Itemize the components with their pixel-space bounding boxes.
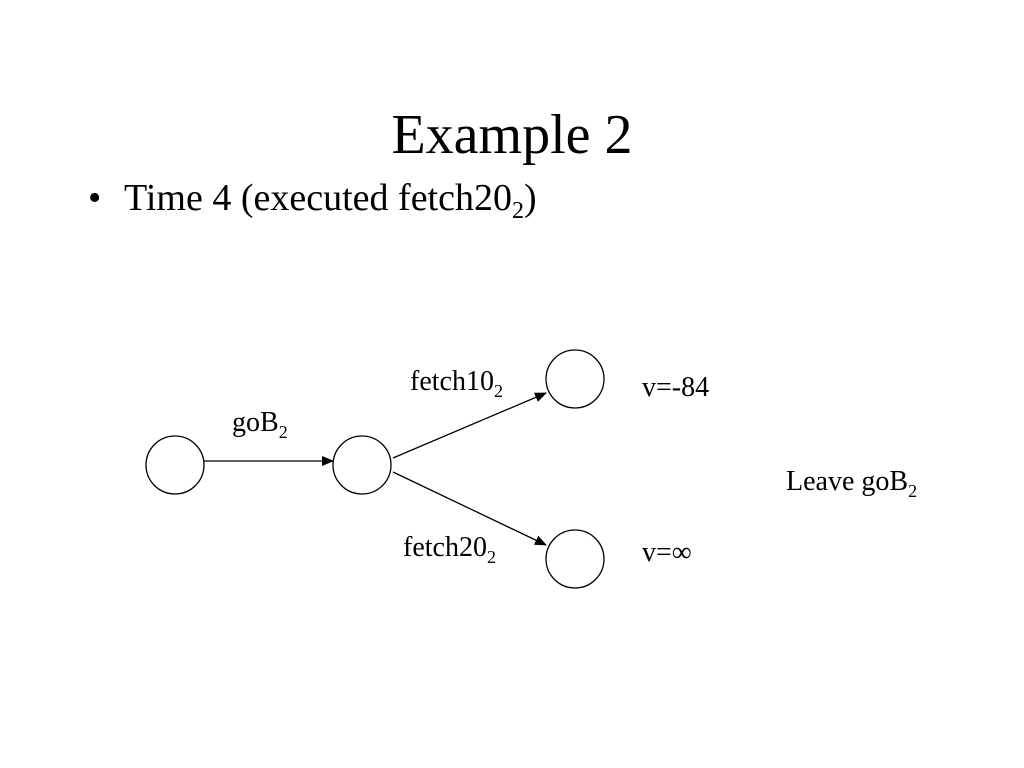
bullet-item: • Time 4 (executed fetch202) <box>88 172 537 224</box>
bullet-marker: • <box>88 177 102 219</box>
value-lower: v=∞ <box>642 537 692 568</box>
edge-label-gob2-text: goB <box>232 407 279 438</box>
node-lower <box>545 529 605 589</box>
edge-label-fetch20-subscript: 2 <box>486 547 496 567</box>
edge-label-fetch20: fetch202 <box>403 530 496 566</box>
bullet-subscript: 2 <box>511 198 524 224</box>
node-start <box>145 435 205 495</box>
edge-label-fetch10: fetch102 <box>410 364 503 400</box>
edge-label-fetch10-text: fetch10 <box>410 366 494 397</box>
bullet-text: Time 4 (executed fetch20 <box>124 177 512 219</box>
edge-label-gob2-subscript: 2 <box>278 422 288 442</box>
node-upper <box>545 349 605 409</box>
node-middle <box>332 435 392 495</box>
leave-note: Leave goB2 <box>786 464 917 500</box>
value-upper: v=-84 <box>642 372 710 403</box>
edge-label-fetch10-subscript: 2 <box>493 381 503 401</box>
slide-title: Example 2 <box>391 104 633 166</box>
edge-label-gob2: goB2 <box>232 405 288 441</box>
leave-note-text: Leave goB <box>786 466 909 497</box>
bullet-suffix: ) <box>523 177 537 219</box>
edge-fetch10-arrow <box>392 392 547 459</box>
leave-note-subscript: 2 <box>908 481 918 501</box>
edge-fetch20-arrow <box>392 471 547 546</box>
edge-label-fetch20-text: fetch20 <box>403 532 487 563</box>
